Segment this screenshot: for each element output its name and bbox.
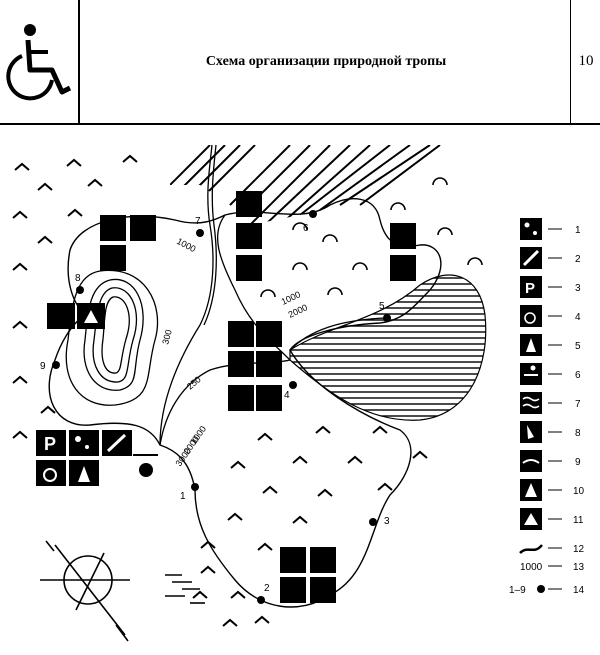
- legend-item-10: 10: [520, 479, 585, 501]
- legend-item-11: 11: [520, 508, 584, 530]
- trail-map: 1 2 3 4 5 6 7 8 9 1000 1000 2000 300 250…: [12, 144, 585, 642]
- svg-text:13: 13: [573, 562, 585, 573]
- svg-text:8: 8: [575, 428, 581, 439]
- point-2: 2: [264, 583, 270, 594]
- trail-points: 1 2 3 4 5 6 7 8 9: [40, 210, 391, 604]
- wheelchair-icon: [0, 0, 80, 123]
- legend-item-13: 1000 13: [520, 562, 585, 573]
- marsh-marks: [165, 574, 205, 604]
- svg-text:9: 9: [575, 457, 581, 468]
- point-8: 8: [75, 273, 81, 284]
- legend-item-14: 1–9 14: [509, 585, 585, 596]
- point-4: 4: [284, 390, 290, 401]
- legend-item-6: 6: [520, 363, 581, 385]
- contour-250: 250: [185, 374, 203, 391]
- contour-2000-mid: 2000: [287, 302, 309, 320]
- svg-text:1–9: 1–9: [509, 585, 526, 596]
- point-1: 1: [180, 491, 186, 502]
- point-3: 3: [384, 516, 390, 527]
- lake: [289, 274, 487, 421]
- legend-item-5: 5: [520, 334, 581, 356]
- svg-text:6: 6: [575, 370, 581, 381]
- compass-icon: [40, 540, 130, 642]
- point-5: 5: [379, 301, 385, 312]
- svg-text:1: 1: [575, 225, 581, 236]
- page-number: 10: [570, 0, 600, 123]
- svg-text:P: P: [44, 434, 56, 454]
- map-icons: P: [36, 191, 416, 603]
- svg-text:11: 11: [573, 515, 584, 526]
- svg-text:3: 3: [575, 283, 581, 294]
- forest-hatch-area: [165, 145, 441, 225]
- legend-item-4: 4: [520, 305, 581, 327]
- legend-item-2: 2: [520, 247, 581, 269]
- svg-text:2: 2: [575, 254, 581, 265]
- contour-1000-top: 1000: [175, 236, 197, 254]
- svg-text:4: 4: [575, 312, 581, 323]
- svg-text:1000: 1000: [520, 562, 543, 573]
- legend-item-8: 8: [520, 421, 581, 443]
- svg-text:7: 7: [575, 399, 581, 410]
- legend-item-1: 1: [520, 218, 581, 240]
- point-9: 9: [40, 361, 46, 372]
- legend-item-7: 7: [520, 392, 581, 414]
- svg-text:P: P: [525, 280, 535, 297]
- svg-text:12: 12: [573, 544, 585, 555]
- header: Схема организации природной тропы 10: [0, 0, 600, 125]
- point-6: 6: [303, 223, 309, 234]
- svg-text:10: 10: [573, 486, 585, 497]
- point-7: 7: [195, 216, 201, 227]
- legend-item-9: 9: [520, 450, 581, 472]
- contour-300: 300: [160, 328, 174, 345]
- svg-text:5: 5: [575, 341, 581, 352]
- page-title: Схема организации природной тропы: [205, 53, 447, 69]
- svg-text:14: 14: [573, 585, 585, 596]
- legend-item-12: 12: [519, 544, 585, 555]
